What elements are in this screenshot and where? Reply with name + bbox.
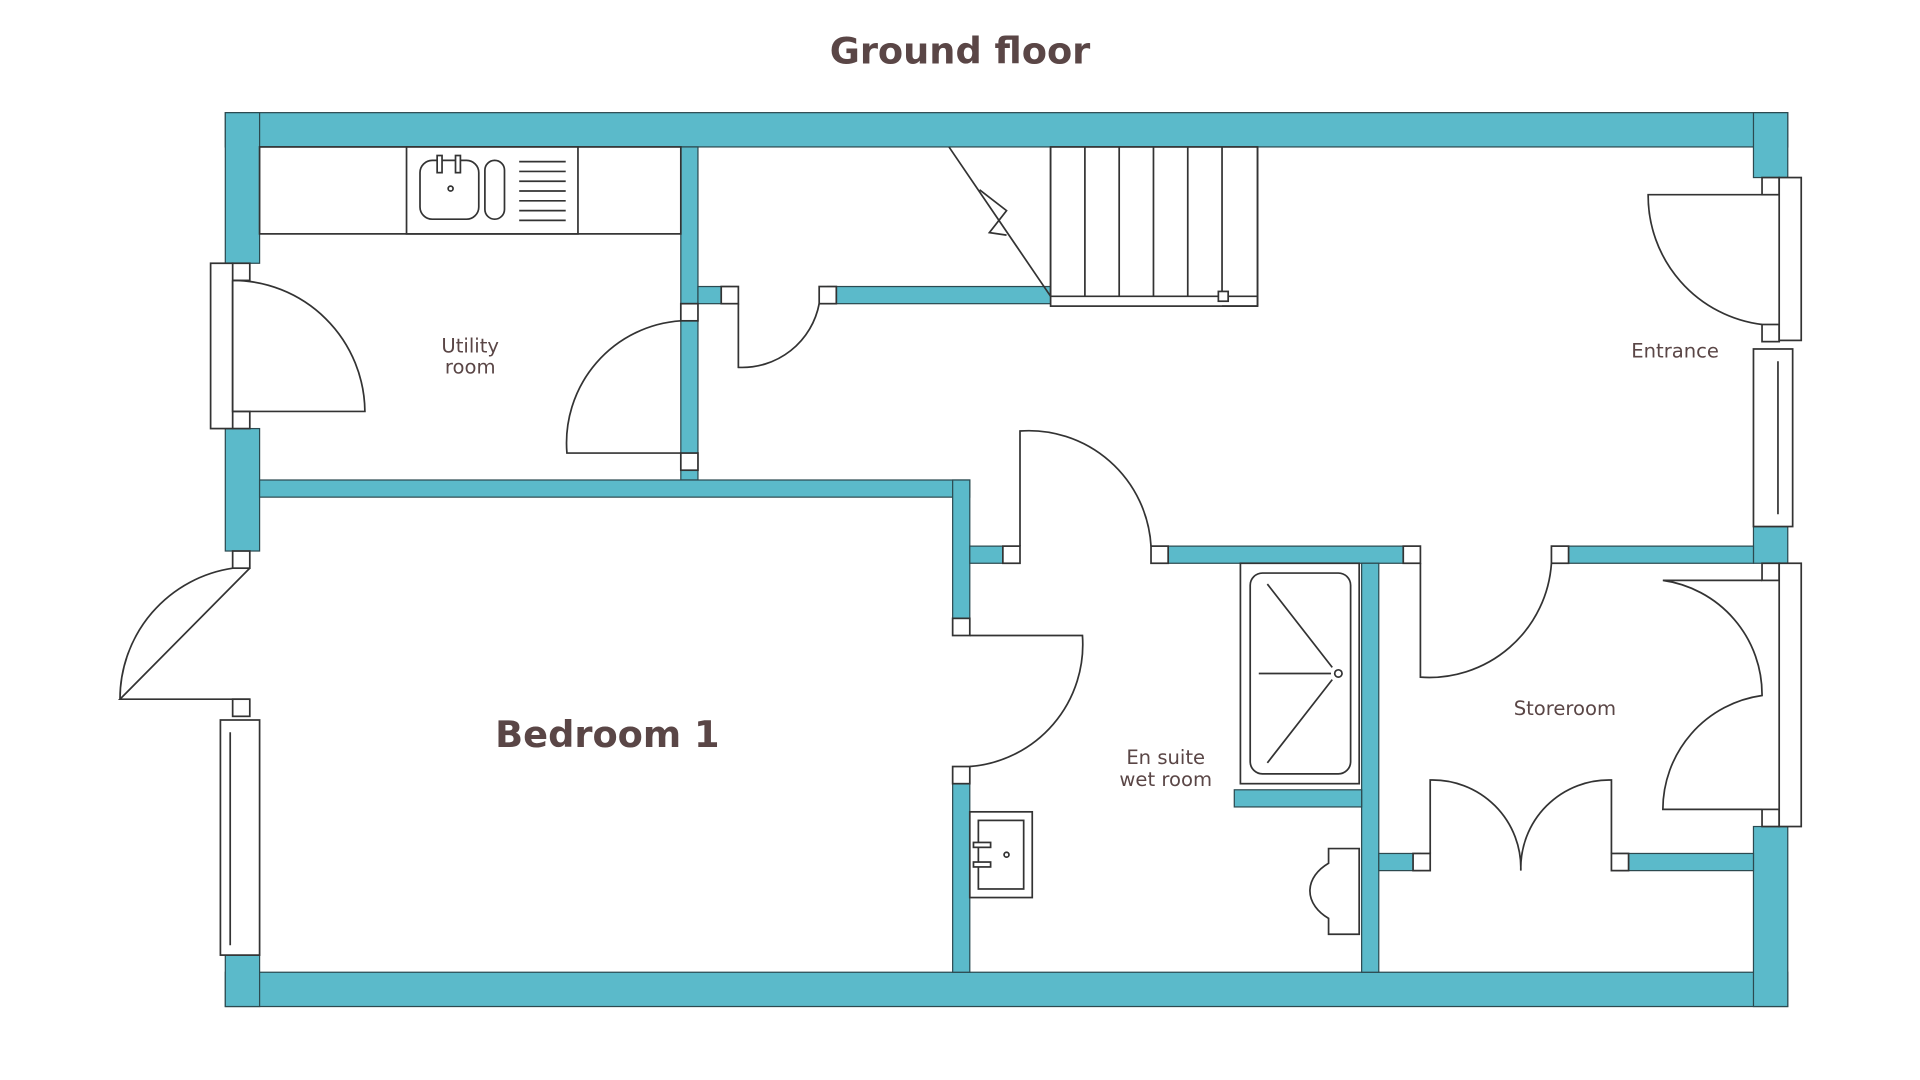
label-utility-2: room xyxy=(445,355,496,378)
label-utility-1: Utility xyxy=(441,335,499,358)
sink-icon xyxy=(419,159,480,221)
floor-title: Ground floor xyxy=(830,30,1091,73)
walls xyxy=(224,112,1789,1008)
door-swings xyxy=(117,193,1763,871)
label-bedroom-1: Bedroom 1 xyxy=(495,713,719,756)
label-storeroom: Storeroom xyxy=(1514,697,1616,720)
windows xyxy=(209,176,1803,956)
washbasin-icon xyxy=(968,810,1034,899)
toilet-icon xyxy=(1309,847,1361,936)
label-ensuite-2: wet room xyxy=(1119,768,1212,791)
bathroom-fixtures xyxy=(968,562,1361,936)
door-jambs xyxy=(231,176,1781,872)
room-labels: Utility room Entrance Bedroom 1 En suite… xyxy=(441,335,1719,791)
label-ensuite-1: En suite xyxy=(1126,746,1205,769)
kitchen-worktop xyxy=(258,146,682,235)
label-entrance: Entrance xyxy=(1631,340,1719,363)
staircase xyxy=(948,146,1259,307)
